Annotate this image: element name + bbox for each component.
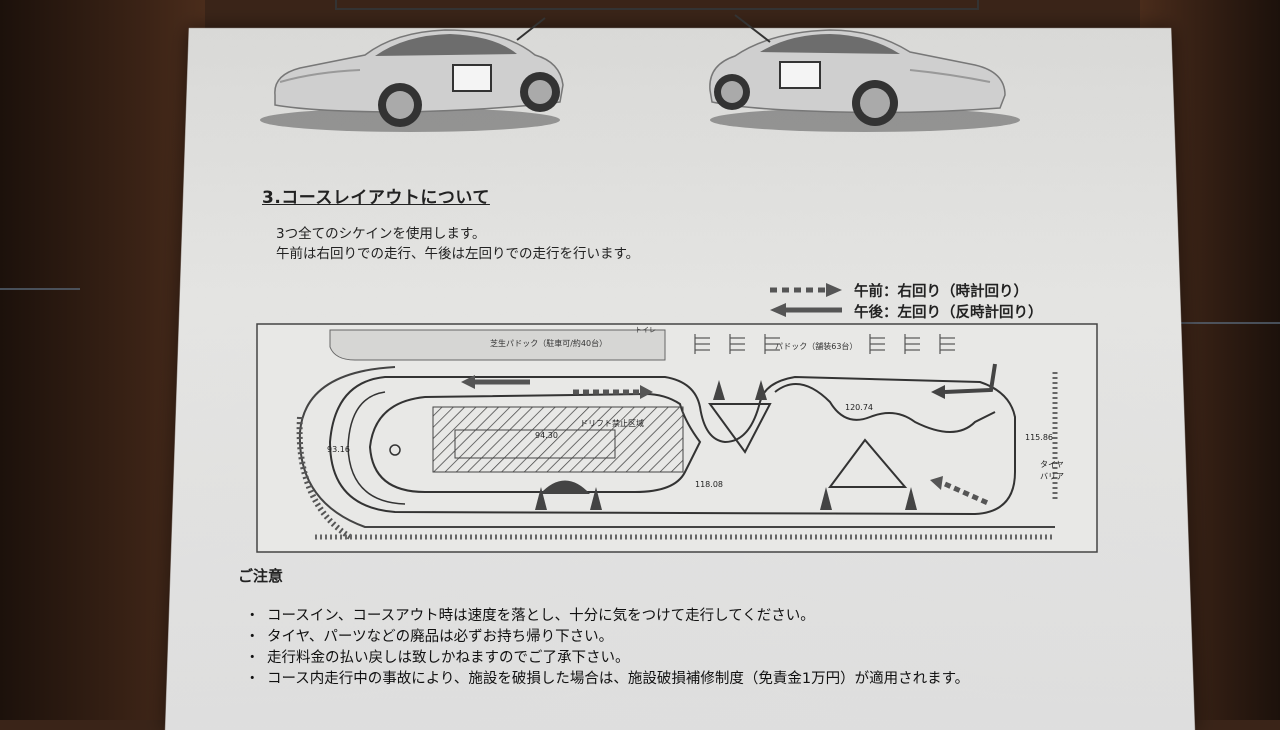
lawn-paddock-label: 芝生パドック（駐車可/約40台） [490, 338, 607, 348]
car-illustration-left [260, 17, 564, 132]
tire-barrier-label-2: バリア [1040, 472, 1064, 481]
dim-right: 115.86 [1025, 433, 1053, 442]
note-bullet: ・ [245, 671, 260, 687]
inner-lane-left [347, 391, 406, 505]
lawn-paddock-area [329, 329, 666, 361]
course-outer-line [328, 375, 1016, 516]
dim-center: 94.30 [535, 431, 558, 440]
legend-arrows [770, 283, 842, 317]
note-text: コースイン、コースアウト時は速度を落とし、十分に気をつけて走行してください。 [267, 608, 815, 624]
tire-barrier-label-1: タイヤ [1040, 460, 1064, 469]
note-item-3: ・走行料金の払い戻しは致しかねますのでご了承下さい。 [245, 646, 630, 667]
section-title: 3.コースレイアウトについて [262, 188, 490, 208]
cone-icon [755, 380, 767, 400]
cone-icon [590, 487, 602, 510]
exit-arrow-icon [930, 476, 992, 507]
pylon-marker [389, 444, 401, 456]
note-text: タイヤ、パーツなどの廃品は必ずお持ち帰り下さい。 [267, 629, 614, 645]
note-text: コース内走行中の事故により、施設を破損した場合は、施設破損補修制度（免責金1万円… [267, 671, 970, 687]
note-bullet: ・ [245, 629, 260, 645]
note-bullet: ・ [245, 608, 260, 624]
note-item-2: ・タイヤ、パーツなどの廃品は必ずお持ち帰り下さい。 [245, 625, 613, 646]
dashed-arrow-icon [770, 283, 842, 297]
outer-boundary [298, 366, 1055, 528]
chicane-3 [828, 438, 908, 488]
solid-arrow-icon [770, 303, 842, 317]
cone-icon [713, 380, 725, 400]
dim-left: 93.16 [327, 445, 350, 454]
car-illustration-right [709, 14, 1020, 132]
paddock-label: パドック（舗装63台） [775, 341, 857, 351]
note-item-1: ・コースイン、コースアウト時は速度を落とし、十分に気をつけて走行してください。 [245, 604, 815, 625]
notes-title: ご注意 [238, 567, 284, 585]
entry-arrow-icon [931, 363, 997, 399]
chicane-2-path [774, 383, 996, 433]
infield-inner-box [454, 429, 616, 459]
dim-bottom: 118.08 [695, 480, 723, 489]
intro-line-2: 午前は右回りでの走行、午後は左回りでの走行を行います。 [276, 246, 640, 262]
cone-icon [905, 487, 917, 510]
paved-paddock-stalls [694, 334, 955, 354]
cone-group [535, 380, 917, 510]
cone-icon [535, 487, 547, 510]
top-frame-box [335, 0, 979, 10]
counterclockwise-arrow-icon [461, 375, 530, 389]
legend-afternoon: 午後：左回り（反時計回り） [854, 305, 1043, 321]
chicane-1 [708, 403, 772, 454]
note-bullet: ・ [245, 650, 260, 666]
dim-top: 120.74 [845, 403, 873, 412]
legend-morning: 午前：右回り（時計回り） [854, 284, 1028, 300]
chicane-hump [540, 480, 590, 494]
cone-icon [820, 487, 832, 510]
infield-left [368, 392, 702, 493]
toilet-label: トイレ [635, 326, 656, 334]
table-reflection-right [1180, 322, 1280, 324]
no-drift-label: ドリフト禁止区域 [580, 418, 644, 428]
course-layout-diagram: トイレ 芝生パドック（駐車可/約40台） パドック（舗装63台） ドリフト禁止区… [256, 323, 1098, 553]
clockwise-arrow-icon [573, 385, 653, 399]
table-reflection-left [0, 288, 80, 290]
intro-line-1: 3つ全てのシケインを使用します。 [276, 226, 486, 242]
note-text: 走行料金の払い戻しは致しかねますのでご了承下さい。 [267, 650, 630, 666]
note-item-4: ・コース内走行中の事故により、施設を破損した場合は、施設破損補修制度（免責金1万… [245, 667, 969, 688]
no-drift-zone [432, 406, 684, 473]
